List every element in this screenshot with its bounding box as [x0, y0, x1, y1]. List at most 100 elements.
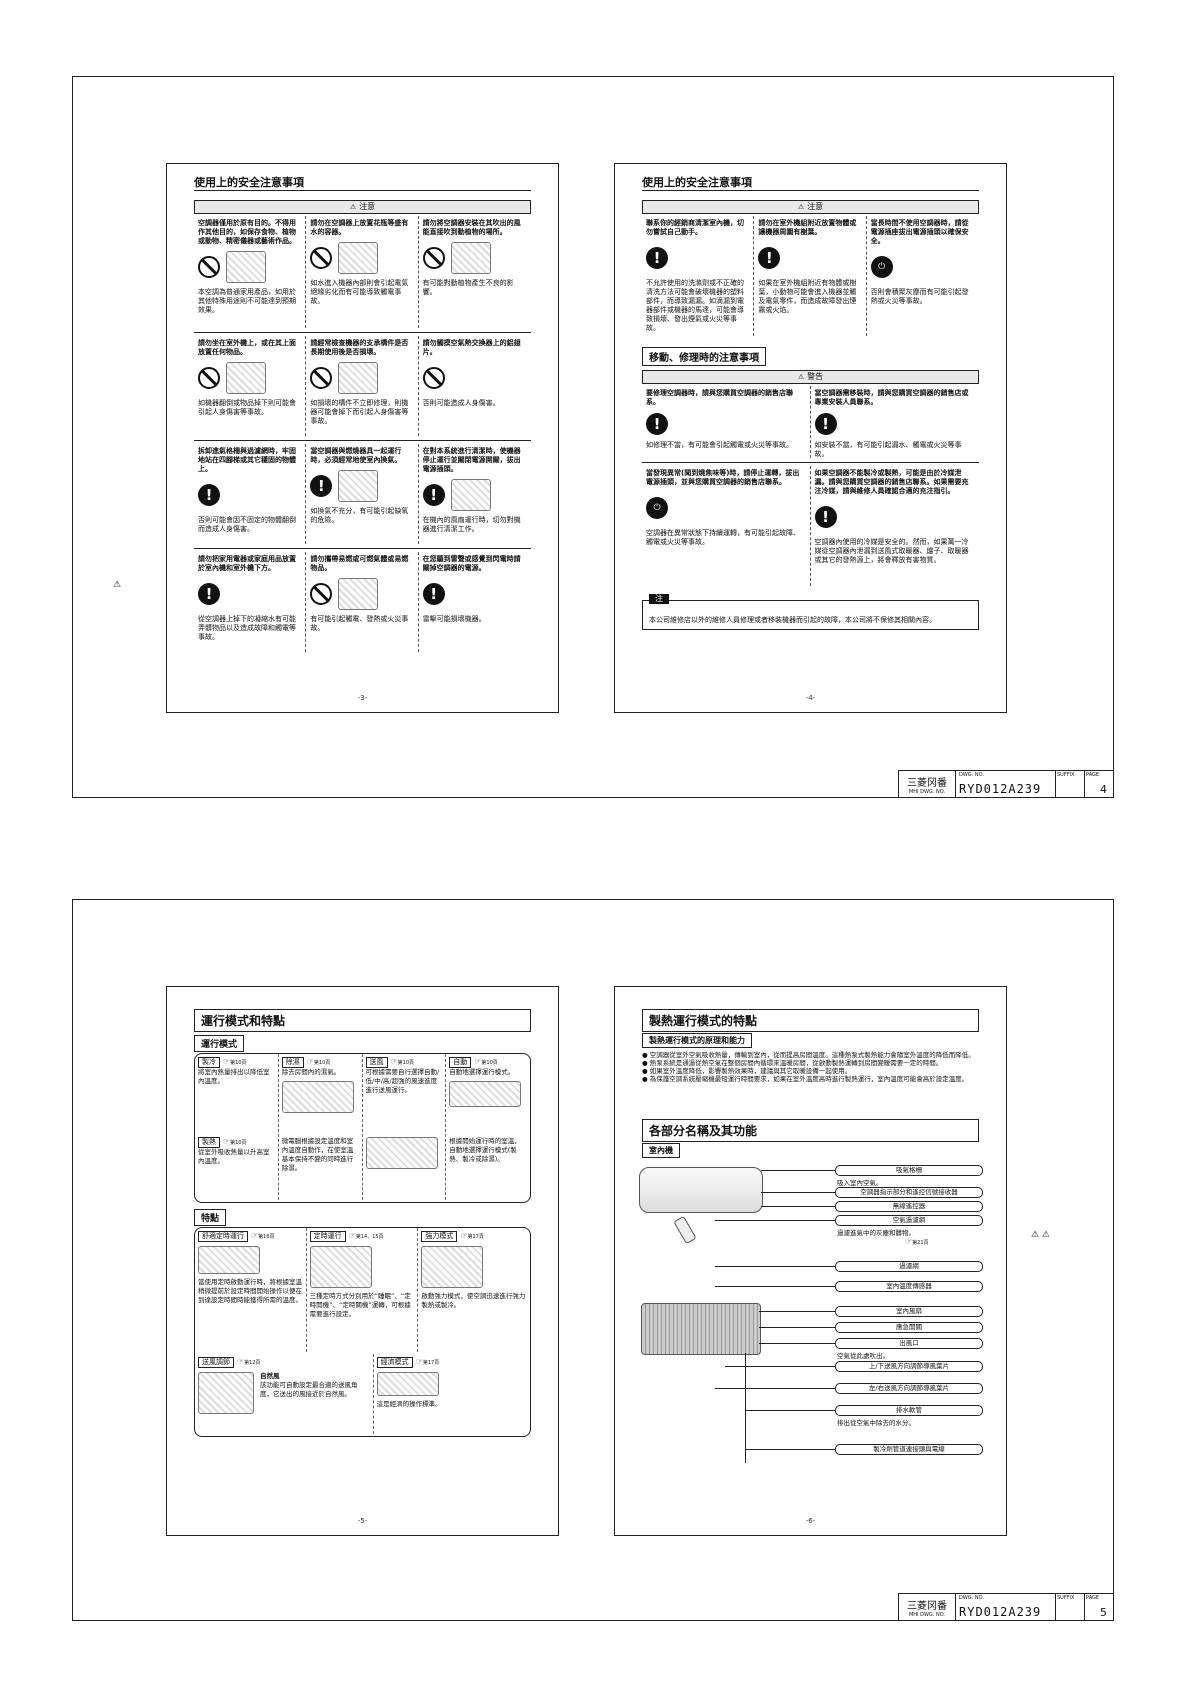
caution-cell: 當空調器與燃燒器具一起運行時，必須經常地使室內換氣。!如換氣不充分，有可能引起缺… [306, 444, 419, 544]
caution-cell: 請經常檢查機器的支承構件是否長期使用後是否損壞。如損壞的構件不立即修理，則機器可… [306, 336, 419, 436]
company-name: 三菱冈番 [907, 777, 947, 789]
prohibited-icon [422, 367, 445, 389]
caution-cell: 請勿把家用電器或家庭用品放置於室內機和室外機下方。!從空調器上掉下的凝縮水有可能… [194, 552, 307, 652]
warning-cell: 當發現異常(聞到燒焦味等)時，請停止運轉，拔出電源插頭，並與您購買空調器的銷售店… [642, 466, 811, 586]
caution-cell: 拆卸進氣格柵與過濾網時，牢固地站在四腳梯或其它穩固的物體上。!否則可能會因不固定… [194, 444, 307, 544]
warning-row-2: 當發現異常(聞到燒焦味等)時，請停止運轉，拔出電源插頭，並與您購買空調器的銷售店… [642, 466, 979, 586]
features-box: 舒適定時運行☞第16頁當使用定時啟動運行時，將根據室溫稍微提前於設定時間開始操作… [194, 1227, 531, 1437]
part-label: 應急開關 [835, 1322, 983, 1333]
mandatory-action-icon: ! [646, 413, 668, 435]
feature-timer: 定時運行☞第14、15頁三種定時方式分別用於“睡眠”、“定時開機”、“定時關機”… [307, 1228, 419, 1352]
caution-cell: 請勿攜帶易燃或可燃氣體或易燃物品。有可能引起觸電、發熱或火災事故。 [306, 552, 419, 652]
hand-pointer-icon: ☞ [251, 1231, 259, 1240]
manual-page-4: 使用上的安全注意事項 ⚠注意 聯系你的經銷商清潔室內機，切勿嘗試自己動手。!不允… [614, 163, 1007, 713]
warning-triangle-icon: ⚠ [797, 373, 805, 381]
page-number: -3- [357, 694, 368, 702]
note-label: 注 [649, 594, 669, 604]
caution-cell: 聯系你的經銷商清潔室內機，切勿嘗試自己動手。!不允許使用的洗滌劑或不正確的清洗方… [642, 216, 755, 336]
illustration-image [338, 242, 379, 274]
caution-cell: 請勿坐在室外機上，或在其上面放置任何物品。如機器翻倒或物品掉下則可能會引起人身傷… [194, 336, 307, 436]
hand-pointer-icon: ☞ [223, 1057, 231, 1066]
hand-pointer-icon: ☞ [415, 1357, 423, 1366]
prohibited-icon [198, 256, 220, 278]
hand-pointer-icon: ☞ [348, 1231, 356, 1240]
caution-cell: 請勿觸摸空氣熱交換器上的鋁翅片。否則可能造成人身傷害。 [422, 339, 521, 407]
page-number: -4- [805, 694, 816, 702]
illustration-image [450, 479, 491, 511]
feature-powerful: 強力模式☞第17頁啟動強力模式，使空調迅速進行強力製熱或製冷。 [421, 1231, 526, 1309]
caution-row-1: 聯系你的經銷商清潔室內機，切勿嘗試自己動手。!不允許使用的洗滌劑或不正確的清洗方… [642, 216, 979, 336]
part-label: 無線遙控器 [835, 1201, 983, 1212]
mode-auto: 自動☞第10頁自動地選擇運行模式。 [446, 1054, 530, 1132]
caution-cell: 當長時間不使用空調器時，請從電源插座拔出電源插頭以確保安全。⏻否則會積聚灰塵而有… [870, 219, 969, 305]
drain-hose-line [745, 1353, 746, 1463]
warning-triangle-icon: ⚠ [349, 203, 357, 211]
section-title: 室內機 [642, 1143, 680, 1158]
drawing-number: RYD012A239 [959, 1605, 1042, 1619]
page-title: 使用上的安全注意事項 [194, 176, 304, 189]
feature-airflow: 送風調節☞第12頁自然風該功能可自動設定最合適的送風角度，它送出的風接近於自然風… [195, 1354, 374, 1434]
indoor-unit-open-image [641, 1303, 761, 1355]
caution-cell: 請勿在空調器上放置花瓶等盛有水的容器。如水進入機器內部則會引起電氣絕緣劣化而有可… [306, 216, 419, 328]
illustration-image [450, 242, 491, 274]
mandatory-action-icon: ! [758, 247, 781, 269]
note-box: 注 本公司維修店以外的維修人員修理或者移裝機器而引起的故障，本公司將不保修其相關… [642, 594, 979, 630]
prohibited-icon [422, 247, 445, 269]
feature-economy: 經濟模式☞第17頁這是經濟的操作標準。 [376, 1357, 442, 1408]
illustration-image [365, 1137, 438, 1169]
illustration-image [338, 470, 379, 502]
illustration-image [338, 362, 379, 394]
mandatory-action-icon: ! [310, 475, 333, 497]
caution-cell: 空調器僅用於原有目的。不得用作其他目的，如保存食物、植物或動物、精密儀器或藝術作… [194, 216, 307, 328]
manual-page-5: 運行模式和特點 運行模式 製冷☞第10頁將室內熱量排出以降低室內溫度。 除濕☞第… [166, 986, 559, 1536]
warning-triangle-icon: ⚠ [113, 580, 122, 590]
warning-triangle-icon: ⚠ ⚠ [1031, 1230, 1050, 1240]
illustration-image [421, 1246, 484, 1288]
section-title: 移動、修理時的注意事項 [642, 347, 766, 366]
part-label: 過濾網 [835, 1261, 983, 1272]
modes-box: 製冷☞第10頁將室內熱量排出以降低室內溫度。 除濕☞第10頁除去房間內的濕氣。 … [194, 1053, 531, 1203]
part-label: 出風口 [835, 1338, 983, 1349]
warning-cell: 如果空調器不能製冷或製熱，可能是由於冷媒泄漏。請與您購買空調器的銷售店聯系。如果… [814, 469, 969, 564]
hand-pointer-icon: ☞ [237, 1357, 245, 1366]
caution-cell: 在您聽到雷聲或感覺到閃電時請關掉空調器的電源。!雷擊可能損壞機器。 [422, 555, 521, 623]
part-label: 室內風扇 [835, 1306, 983, 1317]
list-item: ● 如果室外溫度降低，影響製熱效果時，建議與其它取暖設備一起使用。 [642, 1067, 852, 1075]
illustration-image [281, 1081, 354, 1113]
part-label: 左/右送風方向調節導風葉片 [835, 1383, 983, 1394]
caution-row-2: 請勿坐在室外機上，或在其上面放置任何物品。如機器翻倒或物品掉下則可能會引起人身傷… [194, 336, 531, 436]
illustration-image [376, 1372, 439, 1396]
mode-dry: 除濕☞第10頁除去房間內的濕氣。 [279, 1054, 363, 1132]
bullet-list: ● 空調器從室外空氣吸收熱量，傳輸到室內，從而提高房間溫度。這種熱泵式製熱能力會… [642, 1051, 979, 1083]
mandatory-action-icon: ! [646, 247, 668, 269]
caution-row-1: 空調器僅用於原有目的。不得用作其他目的，如保存食物、植物或動物、精密儀器或藝術作… [194, 216, 531, 328]
part-label: 吸氣格柵 [835, 1165, 983, 1176]
caution-cell: 請勿在室外機組附近放置物體或讓機器周圍有樹葉。!如果在室外機組附近有物體或樹葉，… [754, 216, 867, 336]
illustration-image [226, 362, 266, 394]
warning-triangle-icon: ⚠ [797, 203, 805, 211]
warning-cell: 當空調器需移裝時，請與您購買空調器的銷售店或專業安裝人員聯系。!如安裝不當，有可… [814, 389, 969, 458]
mode-heat: 製熱☞第10頁從室外吸收熱量以升高室內溫度。 [195, 1134, 279, 1200]
prohibited-icon [310, 367, 333, 389]
caution-cell: 請勿將空調器安裝在其吹出的風能直接吹到動植物的場所。有可能對動植物產生不良的影響… [422, 219, 521, 296]
company-name: 三菱冈番 [907, 1600, 947, 1612]
illustration-image [309, 1246, 372, 1288]
hand-pointer-icon: ☞ [474, 1057, 482, 1066]
part-label: 室內溫度傳感器 [835, 1281, 983, 1292]
remote-control-image [673, 1215, 697, 1245]
sheet-page-number: 5 [1100, 1606, 1107, 1619]
unplug-icon: ⏻ [646, 497, 668, 519]
prohibited-icon [310, 247, 333, 269]
page-title: 使用上的安全注意事項 [642, 176, 752, 189]
illustration-image [338, 578, 379, 610]
mandatory-action-icon: ! [198, 484, 220, 506]
hand-pointer-icon: ☞ [905, 1237, 913, 1246]
page-title: 運行模式和特點 [194, 1009, 531, 1032]
mode-fan: 送風☞第10頁可根據需要自行選擇自動/低/中/高/超強的風速進度進行送風運行。 [363, 1054, 447, 1132]
mandatory-action-icon: ! [814, 506, 837, 528]
warning-row-1: 要修理空調器時，請與您購買空調器的銷售店聯系。!如修理不當，有可能會引起觸電或火… [642, 386, 979, 458]
drawing-sheet-2: 運行模式和特點 運行模式 製冷☞第10頁將室內熱量排出以降低室內溫度。 除濕☞第… [72, 899, 1114, 1621]
mandatory-action-icon: ! [422, 484, 445, 506]
part-label: 上/下送風方向調節導風葉片 [835, 1361, 983, 1372]
